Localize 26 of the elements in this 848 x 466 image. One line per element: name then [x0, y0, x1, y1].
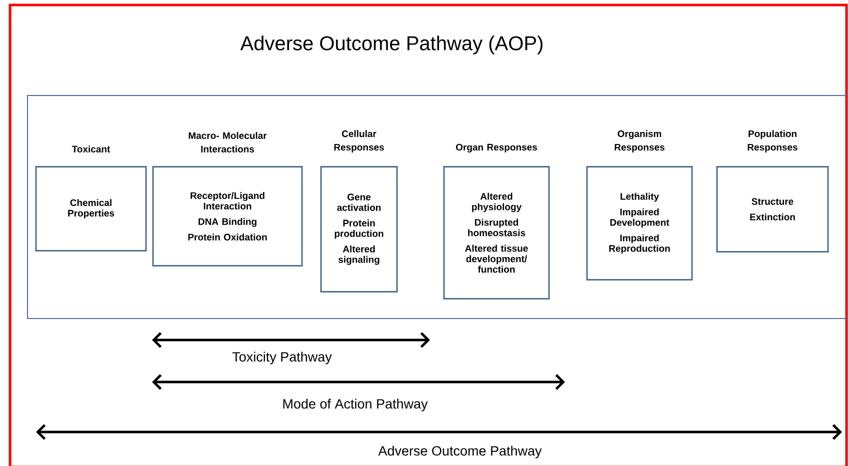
title: Adverse Outcome Pathway (AOP) [240, 36, 542, 54]
item-text: Altered physiology [472, 192, 522, 212]
range-label: Mode of Action Pathway [283, 398, 428, 412]
column-heading: Cellular Responses [334, 130, 384, 152]
item-text: Extinction [750, 213, 795, 220]
item-text: Impaired Reproduction [609, 234, 670, 254]
item-text: Disrupted homeostasis [468, 218, 526, 236]
item-text: Structure [752, 198, 794, 205]
item-text: Lethality [620, 192, 659, 202]
column-heading: Toxicant [72, 146, 110, 152]
item-text: Gene activation [337, 194, 381, 211]
item-text: Altered signaling [338, 245, 380, 265]
range-label: Toxicity Pathway [232, 352, 332, 364]
item-text: Impaired Development [610, 208, 670, 228]
item-text: Altered tissue development/ function [465, 244, 528, 273]
column-heading: Population Responses [748, 130, 798, 152]
item-text: Receptor/Ligand Interaction [190, 192, 264, 210]
range-label: Adverse Outcome Pathway [378, 446, 542, 458]
item-text: Protein production [334, 219, 384, 239]
item-text: Protein Oxidation [188, 234, 267, 240]
panel-box [27, 95, 848, 319]
column-heading: Macro- Molecular Interactions [188, 132, 267, 152]
item-text: DNA Binding [198, 218, 256, 227]
column-heading: Organism Responses [614, 130, 664, 152]
column-heading: Organ Responses [456, 144, 538, 152]
item-text: Chemical Properties [68, 199, 114, 218]
